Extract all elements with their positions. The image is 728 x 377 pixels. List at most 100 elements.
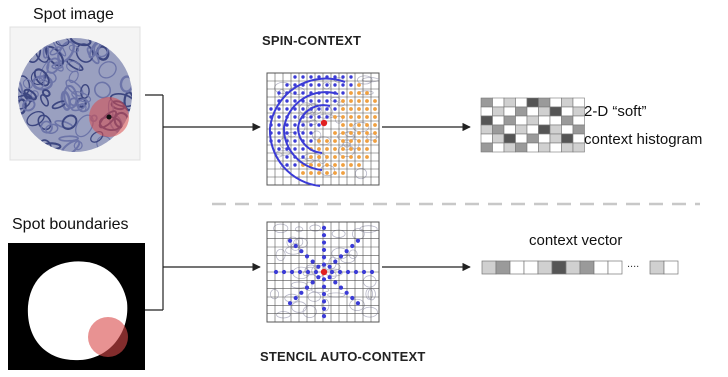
spin-dot xyxy=(365,155,369,159)
spin-dot xyxy=(301,91,305,95)
histogram-cell xyxy=(492,133,505,144)
stencil-dot xyxy=(321,233,327,238)
stencil-dot xyxy=(327,275,332,280)
vector-cell xyxy=(537,260,553,275)
spin-dot xyxy=(293,115,297,119)
spin-dot xyxy=(293,147,297,151)
histogram-cell xyxy=(549,142,562,153)
spin-dot xyxy=(293,107,297,111)
spin-dot xyxy=(349,91,353,95)
stencil-dot xyxy=(321,277,327,282)
stencil-dot xyxy=(344,290,349,295)
vector-cell xyxy=(509,260,525,275)
spin-dot xyxy=(341,139,345,143)
vector-cell xyxy=(551,260,567,275)
spin-dot xyxy=(373,99,377,103)
stencil-dot xyxy=(321,306,327,311)
stencil-dot xyxy=(310,259,315,264)
spin-dot xyxy=(325,147,329,151)
vector-ellipsis: .... xyxy=(627,258,640,270)
spin-dot xyxy=(333,83,337,87)
spin-dot xyxy=(269,107,273,111)
spin-dot xyxy=(341,171,345,175)
spin-dot xyxy=(365,123,369,127)
vector-cell xyxy=(523,260,539,275)
spin-dot xyxy=(357,115,361,119)
histogram-cell xyxy=(515,106,528,117)
vector-cell xyxy=(579,260,595,275)
spin-dot xyxy=(277,91,281,95)
spin-dot xyxy=(301,75,305,79)
spin-dot xyxy=(325,139,329,143)
histogram-cell xyxy=(526,142,539,153)
histogram-cell xyxy=(561,106,574,117)
stencil-dot xyxy=(313,269,319,275)
spin-dot xyxy=(341,99,345,103)
spin-dot xyxy=(277,131,281,135)
histogram-label-line2: context histogram xyxy=(584,131,703,148)
histogram-cell xyxy=(503,133,516,144)
spin-dot xyxy=(317,155,321,159)
spin-dot xyxy=(317,163,321,167)
vector-cell xyxy=(481,260,497,275)
spin-dot xyxy=(333,147,337,151)
spin-dot xyxy=(349,99,353,103)
spin-dot xyxy=(349,115,353,119)
spin-dot xyxy=(349,123,353,127)
histogram-cell xyxy=(538,115,551,126)
stencil-dot xyxy=(338,285,344,290)
spin-dot xyxy=(325,155,329,159)
vector-cell xyxy=(565,260,581,275)
stencil-dot xyxy=(329,269,335,275)
spin-dot xyxy=(325,171,329,175)
stencil-dot xyxy=(305,269,311,275)
spin-dot xyxy=(333,99,337,103)
spin-dot xyxy=(357,123,361,127)
spin-dot xyxy=(341,83,345,87)
stencil-dot xyxy=(281,269,287,275)
spot-image xyxy=(9,26,141,161)
spin-dot xyxy=(277,123,281,127)
spin-dot xyxy=(357,147,361,151)
spin-arcs xyxy=(268,77,346,187)
histogram-cell xyxy=(561,97,574,108)
spin-dot xyxy=(333,171,337,175)
spin-dot xyxy=(285,107,289,111)
stencil-dot xyxy=(353,269,359,275)
spin-dot xyxy=(293,75,297,79)
spin-dot xyxy=(293,131,297,135)
spin-dot xyxy=(309,139,313,143)
histogram-cell xyxy=(503,97,516,108)
spin-context-title: SPIN-CONTEXT xyxy=(262,33,362,48)
spin-dot xyxy=(285,99,289,103)
histogram-cell xyxy=(515,142,528,153)
spot-boundaries-label: Spot boundaries xyxy=(12,216,129,233)
stencil-dot xyxy=(293,295,298,301)
histogram-cell xyxy=(572,124,585,135)
spin-dot xyxy=(357,99,361,103)
stencil-dot xyxy=(327,264,332,269)
histogram-cell xyxy=(526,133,539,144)
histogram-cell xyxy=(561,142,574,153)
histogram-cell xyxy=(503,142,516,153)
stencil-dot xyxy=(350,243,355,249)
context-vector-tail xyxy=(649,260,679,275)
histogram-cell xyxy=(526,124,539,135)
histogram-cell xyxy=(561,133,574,144)
histogram-cell xyxy=(503,115,516,126)
spin-dot xyxy=(285,163,289,167)
stencil-dot xyxy=(287,238,293,243)
spin-dot xyxy=(357,139,361,143)
spin-dot xyxy=(309,123,313,127)
stencil-dot xyxy=(321,247,327,253)
spin-context-grid xyxy=(266,72,380,187)
stencil-dot xyxy=(333,259,338,264)
histogram-label-line1: 2-D “soft” xyxy=(584,103,647,120)
stencil-dot xyxy=(304,285,310,290)
spin-dot xyxy=(349,83,353,87)
histogram-cell xyxy=(538,97,551,108)
histogram-cell xyxy=(492,115,505,126)
spin-dot xyxy=(325,107,329,111)
spin-dot xyxy=(301,131,305,135)
input-connectors xyxy=(145,94,261,311)
